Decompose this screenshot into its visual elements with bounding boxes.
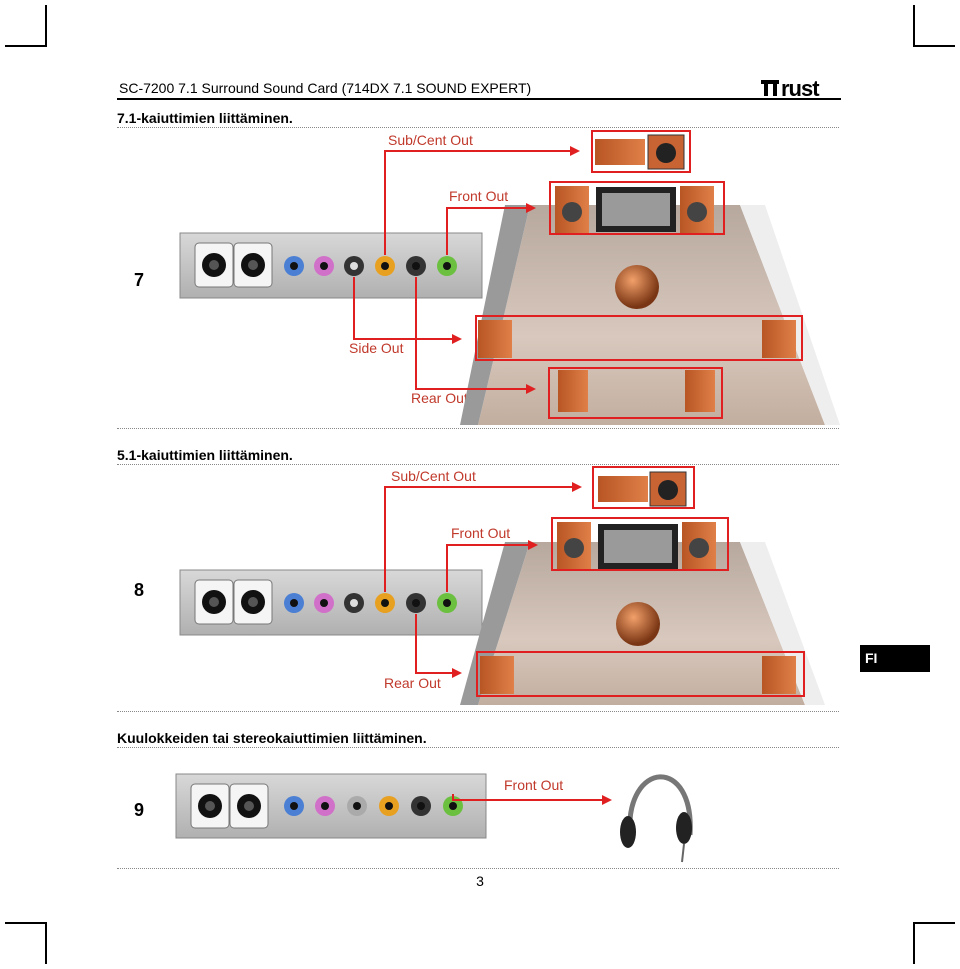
room-floor bbox=[460, 205, 840, 425]
label-sub-cent-out: Sub/Cent Out bbox=[391, 468, 476, 484]
figure-number-9: 9 bbox=[134, 800, 145, 820]
crop-mark-tl-h bbox=[5, 45, 47, 47]
crop-mark-tr-h bbox=[913, 45, 955, 47]
sound-card-panel bbox=[175, 773, 487, 839]
speakers-5-1 bbox=[480, 471, 796, 694]
label-side-out: Side Out bbox=[349, 340, 404, 356]
label-front-out: Front Out bbox=[504, 777, 564, 793]
label-front-out: Front Out bbox=[449, 188, 509, 204]
language-badge: FI bbox=[860, 645, 930, 672]
page-number: 3 bbox=[476, 873, 484, 889]
label-rear-out: Rear Out bbox=[411, 390, 468, 406]
crop-mark-br-v bbox=[913, 922, 915, 964]
figure-8 bbox=[179, 466, 825, 705]
page-footer-rule bbox=[117, 868, 839, 869]
svg-text:rust: rust bbox=[781, 76, 820, 100]
crop-mark-tl-v bbox=[45, 5, 47, 47]
section-title-5-1: 5.1-kaiuttimien liittäminen. bbox=[117, 447, 293, 463]
section-divider bbox=[117, 711, 839, 712]
section-divider bbox=[117, 428, 839, 429]
section-divider bbox=[117, 464, 839, 465]
section-divider bbox=[117, 747, 839, 748]
label-rear-out: Rear Out bbox=[384, 675, 441, 691]
crop-mark-br-h bbox=[913, 922, 955, 924]
figure-number-7: 7 bbox=[134, 270, 145, 290]
label-sub-cent-out: Sub/Cent Out bbox=[388, 132, 473, 148]
section-title-7-1: 7.1-kaiuttimien liittäminen. bbox=[117, 110, 293, 126]
speakers-7-1 bbox=[478, 134, 796, 412]
figure-number-8: 8 bbox=[134, 580, 145, 600]
sound-card-panel bbox=[179, 232, 483, 299]
header-rule bbox=[117, 98, 841, 100]
crop-mark-tr-v bbox=[913, 5, 915, 47]
crop-mark-bl-h bbox=[5, 922, 47, 924]
callout-lines bbox=[384, 466, 805, 697]
label-front-out: Front Out bbox=[451, 525, 511, 541]
document-header-title: SC-7200 7.1 Surround Sound Card (714DX 7… bbox=[119, 80, 532, 96]
callout-lines bbox=[452, 794, 612, 805]
trust-logo-mark: rust bbox=[761, 76, 821, 101]
figure-9 bbox=[175, 773, 693, 863]
figure-7 bbox=[179, 130, 840, 425]
trust-logo: rust bbox=[761, 76, 845, 105]
section-title-headphones: Kuulokkeiden tai stereokaiuttimien liitt… bbox=[117, 730, 427, 746]
room-floor bbox=[460, 542, 825, 705]
crop-mark-bl-v bbox=[45, 922, 47, 964]
callout-lines bbox=[353, 130, 803, 419]
headphones-icon bbox=[620, 774, 693, 863]
section-divider bbox=[117, 127, 839, 128]
sound-card-panel bbox=[179, 569, 483, 636]
